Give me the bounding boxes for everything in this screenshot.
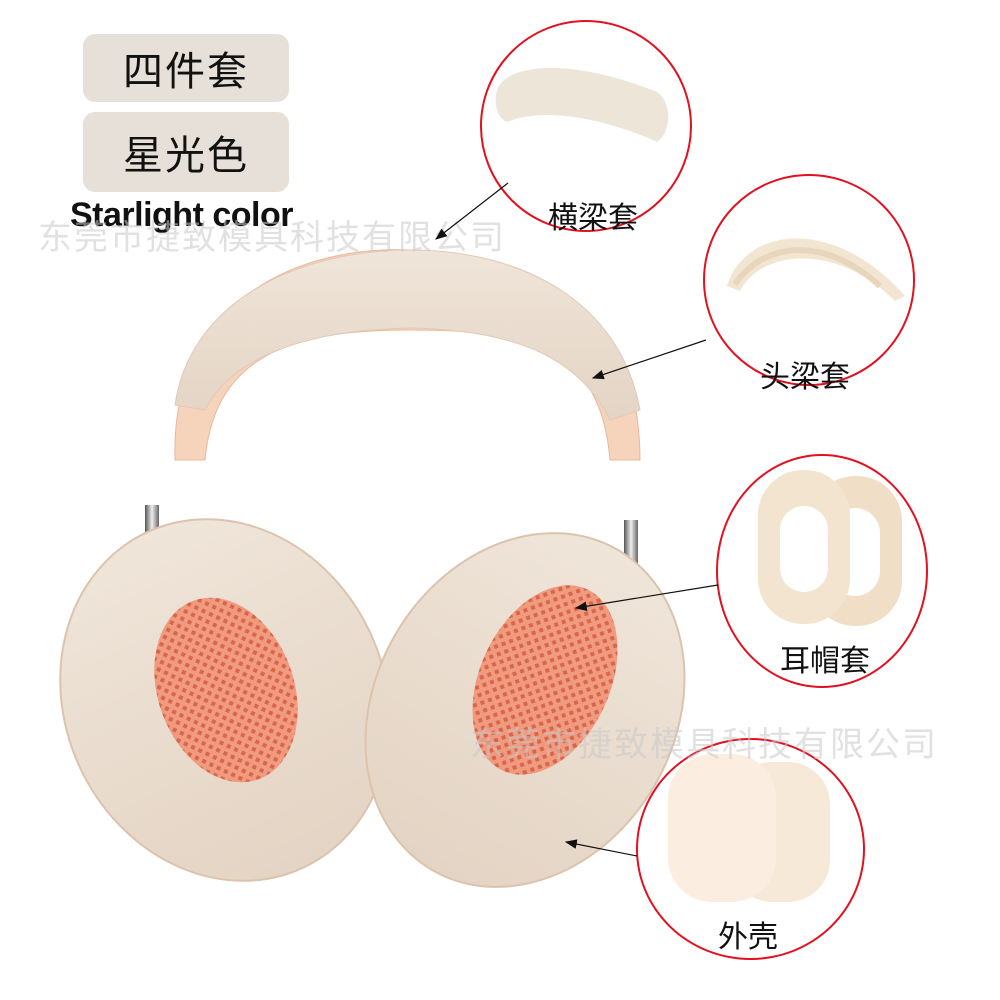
callout-headband-cover [703,174,915,386]
arrow-headband [591,339,707,380]
callout-label-headband-cover: 头梁套 [760,360,850,395]
callout-earcup-cushion-cover [716,454,928,688]
crossbeam-cover-image [495,68,669,142]
callout-outer-shell-cover [636,738,865,960]
arrow-shell [564,839,638,857]
arrow-earcup [574,584,719,612]
color-name-badge: 星光色 [83,112,289,192]
set-type-label: 四件套 [123,49,249,95]
earcup-cushion-cover-image [758,470,902,626]
callout-label-outer-shell-cover: 外壳 [718,920,778,955]
callout-crossbeam-cover [480,20,692,232]
right-earcup [364,532,686,888]
arrow-crossbeam [435,182,509,240]
callout-label-earcup-cushion-cover: 耳帽套 [780,644,870,679]
left-earcup [59,518,391,882]
color-name-label: 星光色 [123,133,249,179]
set-type-badge: 四件套 [83,34,289,102]
callout-label-crossbeam-cover: 横梁套 [548,201,638,236]
headband [174,249,641,461]
color-name-english: Starlight color [70,196,293,234]
outer-shell-cover-image [668,754,830,902]
headband-cover-image [727,238,905,301]
